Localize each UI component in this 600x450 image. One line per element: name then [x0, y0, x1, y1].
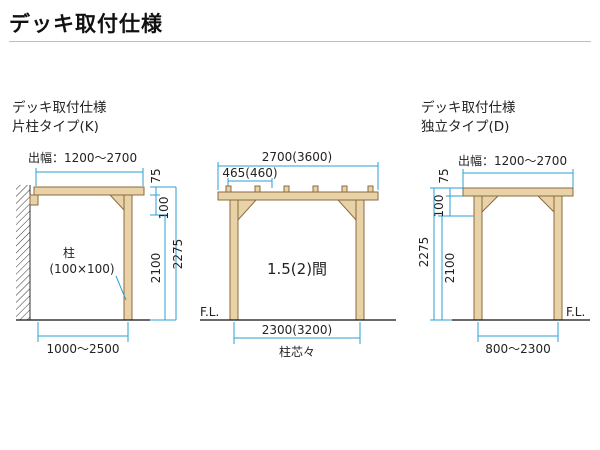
- left-ledger: [29, 194, 39, 206]
- right-dim-2100-label: 2100: [443, 253, 457, 284]
- right-heading-line2: 独立タイプ(D): [421, 119, 509, 135]
- rafter-end: [312, 185, 319, 193]
- rafter-end: [367, 185, 374, 193]
- left-post-label-1: 柱: [63, 245, 75, 260]
- left-dim-2275-label: 2275: [171, 239, 185, 270]
- rafter-end: [225, 185, 232, 193]
- middle-bottom-label: 2300(3200): [262, 323, 332, 337]
- middle-post-left: [229, 199, 239, 321]
- middle-diagram: 2700(3600) 465(460) 1.5(2)間 F.L.: [200, 150, 396, 359]
- title-divider: [9, 41, 591, 42]
- right-post-left: [473, 195, 483, 321]
- middle-beam: [217, 191, 379, 201]
- right-dim-100-label: 100: [432, 195, 446, 218]
- left-post-label-2: (100×100): [49, 262, 114, 276]
- rafter-end: [254, 185, 261, 193]
- left-heading-line1: デッキ取付仕様: [12, 99, 107, 116]
- right-roof-beam: [462, 187, 574, 197]
- rafter-end: [341, 185, 348, 193]
- right-post-right: [553, 195, 563, 321]
- right-bottom-label: 800〜2300: [485, 342, 550, 356]
- middle-rafter-ends: [225, 185, 374, 193]
- right-overhang-label: 出幅：1200〜2700: [458, 153, 567, 168]
- left-dim-100-label: 100: [157, 197, 171, 220]
- right-brace-right: [536, 195, 555, 214]
- left-post: [123, 194, 133, 321]
- left-heading-line2: 片柱タイプ(K): [12, 119, 99, 135]
- middle-top-width-label: 2700(3600): [262, 150, 332, 164]
- right-diagram: デッキ取付仕様 独立タイプ(D) 出幅：1200〜2700 F.L. 75 10…: [417, 99, 590, 356]
- wall-hatch: [16, 185, 30, 320]
- middle-brace-right: [336, 199, 357, 222]
- right-dim-75-label: 75: [437, 168, 451, 183]
- left-dim-75-label: 75: [149, 168, 163, 183]
- right-brace-left: [481, 195, 500, 214]
- middle-brace-left: [237, 199, 258, 222]
- page-title: デッキ取付仕様: [9, 12, 163, 36]
- left-bottom-label: 1000〜2500: [46, 342, 119, 356]
- middle-bay-label: 1.5(2)間: [267, 260, 327, 278]
- right-fl-label: F.L.: [566, 305, 585, 319]
- middle-rafter-pitch-label: 465(460): [222, 166, 277, 180]
- rafter-end: [283, 185, 290, 193]
- right-dim-2275-label: 2275: [417, 237, 431, 268]
- left-dim-2100-label: 2100: [149, 253, 163, 284]
- left-overhang-label: 出幅：1200〜2700: [28, 150, 137, 165]
- middle-fl-label: F.L.: [200, 305, 219, 319]
- left-roof-beam: [33, 186, 145, 196]
- left-post-leader: [115, 275, 127, 301]
- left-diagram: デッキ取付仕様 片柱タイプ(K) 出幅：1200〜2700 柱 (100×100…: [12, 99, 185, 356]
- left-brace: [108, 194, 125, 212]
- middle-bottom-caption: 柱芯々: [279, 344, 315, 359]
- right-heading-line1: デッキ取付仕様: [421, 99, 516, 116]
- middle-post-right: [355, 199, 365, 321]
